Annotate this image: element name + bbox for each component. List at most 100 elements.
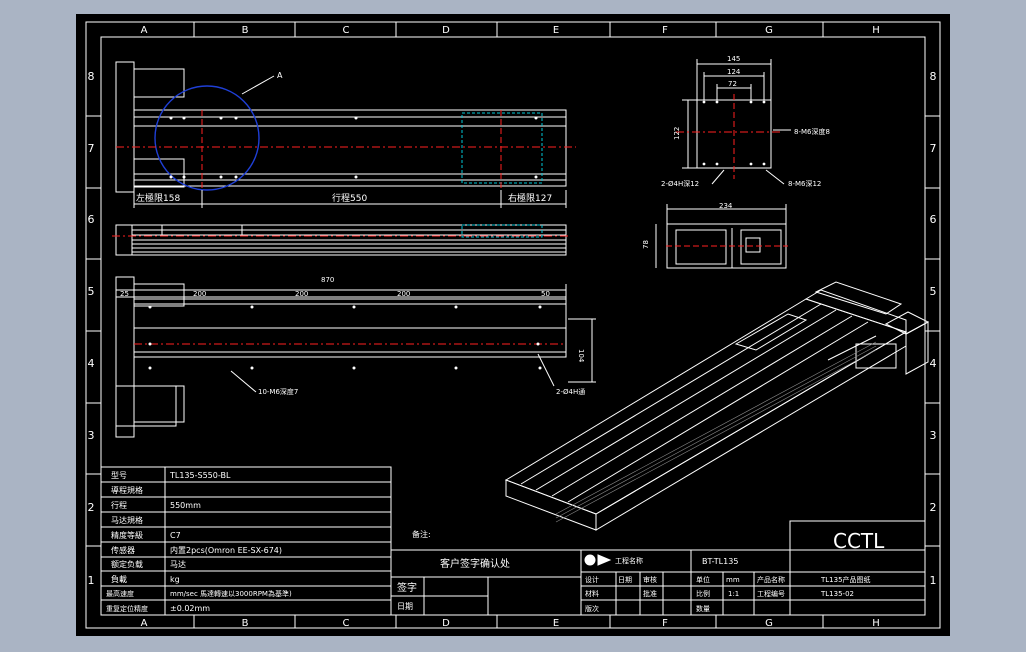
date-label: 日期: [397, 602, 413, 611]
designer-label: 设计: [585, 575, 599, 584]
sheet-label: 版次: [585, 604, 599, 613]
title-block-grid: [580, 520, 926, 616]
dim-50: 50: [541, 290, 550, 298]
end-view[interactable]: [676, 59, 791, 185]
spec-label: 型号: [111, 471, 127, 480]
end-view-holes: [702, 100, 766, 166]
column-label: C: [343, 25, 350, 36]
front-view[interactable]: [115, 61, 576, 208]
spec-label: 負載: [111, 574, 127, 584]
drawing-sheet: A B C D E F G H A B C D E F G H: [76, 14, 950, 636]
stroke-label: 行程550: [332, 192, 367, 204]
dim-72: 72: [728, 80, 737, 88]
spec-value: kg: [170, 575, 180, 584]
quantity-label: 数量: [696, 604, 710, 613]
column-label: C: [343, 618, 350, 629]
client-confirm-title: 客户签字确认处: [440, 557, 510, 570]
row-label: 3: [930, 429, 937, 442]
end-view-bottom-left-note: 2-Ø4H深12: [661, 179, 699, 188]
product-name: TL135产品图纸: [820, 575, 871, 584]
engineering-drawing: A B C D E F G H A B C D E F G H: [85, 21, 941, 629]
spec-value: 马达: [170, 559, 186, 569]
dim-145: 145: [727, 55, 740, 63]
spec-label: 最高速度: [106, 589, 134, 598]
spec-value: TL135-S550-BL: [169, 471, 231, 480]
dim-200-b: 200: [295, 290, 308, 298]
end-view-bottom-right-note: 8-M6深12: [788, 179, 821, 188]
dim-total: 870: [321, 276, 334, 284]
column-label: F: [662, 618, 668, 629]
row-label: 6: [88, 213, 95, 226]
dim-78: 78: [642, 240, 650, 249]
column-label: H: [872, 25, 880, 36]
scale-value: 1:1: [728, 590, 739, 598]
column-label: H: [872, 618, 880, 629]
dim-25: 25: [120, 290, 129, 298]
project-code: BT-TL135: [702, 557, 738, 566]
section-dimensions: 234 78: [642, 202, 733, 249]
scale-label: 比例: [696, 589, 710, 598]
dim-234: 234: [719, 202, 733, 210]
row-label: 8: [88, 70, 95, 83]
material-label: 材料: [585, 589, 599, 598]
row-label: 8: [930, 70, 937, 83]
units-label: 单位: [696, 575, 710, 584]
row-label: 4: [88, 357, 95, 370]
brand-logo-text: CCTL: [833, 529, 885, 553]
spec-label: 马达規格: [111, 515, 143, 525]
holes-note: 10-M6深度7: [258, 387, 298, 396]
dim-104: 104: [577, 349, 585, 363]
drawing-number: TL135-02: [820, 590, 854, 598]
row-label: 5: [930, 285, 937, 298]
signature-label: 签字: [397, 581, 417, 594]
product-name-label: 产品名称: [757, 575, 785, 584]
title-block: 工程名称 BT-TL135 CCTL 设计 审核 材料 批准 版次 日期 单位 …: [585, 529, 885, 613]
column-label: D: [442, 618, 450, 629]
row-label: 2: [930, 501, 937, 514]
spec-label: 導程規格: [111, 485, 143, 495]
date-column-label: 日期: [618, 576, 632, 584]
notes-label: 备注:: [412, 529, 431, 539]
checker-label: 审核: [643, 575, 657, 584]
row-label: 1: [930, 574, 937, 587]
isometric-belt-hatch: [555, 341, 877, 523]
row-label: 3: [88, 429, 95, 442]
dim-200-a: 200: [193, 290, 206, 298]
spec-label: 传感器: [111, 545, 135, 555]
top-view-holes: [148, 305, 542, 370]
left-limit-label: 左極限158: [136, 192, 180, 204]
spec-value: C7: [170, 531, 181, 540]
approver-label: 批准: [643, 589, 657, 598]
isometric-view[interactable]: [504, 281, 930, 531]
spec-label: 精度等級: [111, 530, 143, 540]
spec-value: 内置2pcs(Omron EE-SX-674): [170, 545, 282, 555]
spec-label: 行程: [111, 500, 127, 510]
column-labels: A B C D E F G H A B C D E F G H: [141, 25, 880, 629]
column-label: A: [141, 25, 148, 36]
top-view[interactable]: [115, 276, 596, 438]
row-label: 5: [88, 285, 95, 298]
column-label: A: [141, 618, 148, 629]
column-label: B: [242, 618, 249, 629]
row-label: 2: [88, 501, 95, 514]
column-label: G: [765, 25, 773, 36]
row-label: 1: [88, 574, 95, 587]
end-view-dimensions: 145 124 72 122 8-M6深度8 2-Ø4H深12 8-M6深12: [661, 55, 830, 188]
spec-value: mm/sec 馬達轉速以3000RPM為基準): [170, 589, 292, 598]
spec-table: 型号 TL135-S550-BL 導程規格 行程 550mm 马达規格 精度等級…: [106, 471, 292, 613]
front-view-holes: [169, 116, 538, 179]
top-view-dimensions: 870 25 200 200 200 50 104 10-M6深度7 2-Ø4H…: [120, 276, 585, 396]
row-label: 7: [88, 142, 95, 155]
column-label: F: [662, 25, 668, 36]
through-hole-note: 2-Ø4H通: [556, 387, 585, 396]
row-label: 6: [930, 213, 937, 226]
spec-value: ±0.02mm: [170, 604, 210, 613]
spec-label: 额定负载: [111, 559, 143, 569]
side-section-view[interactable]: [655, 204, 788, 269]
units-value: mm: [726, 576, 740, 584]
side-profile-view[interactable]: [112, 224, 570, 256]
detail-callout-label: A: [277, 71, 283, 80]
dim-200-c: 200: [397, 290, 410, 298]
row-labels: 8 7 6 5 4 3 2 1 8 7 6 5 4 3 2 1: [88, 70, 937, 587]
